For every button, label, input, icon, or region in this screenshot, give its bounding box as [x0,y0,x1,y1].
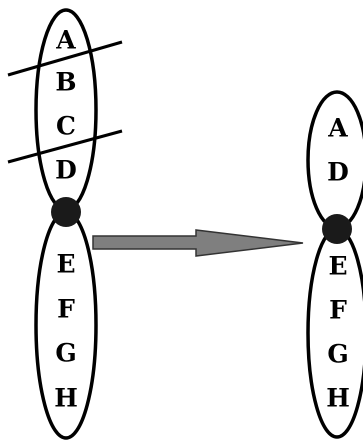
deleted-centromere [322,214,352,244]
original-gene-e: E [56,250,75,279]
deleted-gene-d: D [327,158,349,187]
transition-arrow [92,229,304,257]
original-gene-f: F [57,295,75,324]
original-centromere [51,197,81,227]
original-gene-h: H [54,384,78,413]
deleted-gene-f: F [329,296,347,325]
original-gene-b: B [55,68,76,97]
deleted-gene-e: E [328,252,347,281]
deleted-gene-g: G [327,340,348,369]
original-gene-d: D [55,156,77,185]
deleted-chromosome: A D E F G H [306,90,363,439]
original-gene-a: A [55,26,76,55]
deleted-gene-a: A [327,114,348,143]
original-gene-c: C [56,112,76,141]
deleted-gene-h: H [326,384,350,413]
original-chromosome: A B C D E F G H [7,8,123,440]
break-line-upper [7,40,123,77]
arrow-shape [92,229,304,257]
original-gene-g: G [55,339,76,368]
break-line-lower [7,129,123,164]
